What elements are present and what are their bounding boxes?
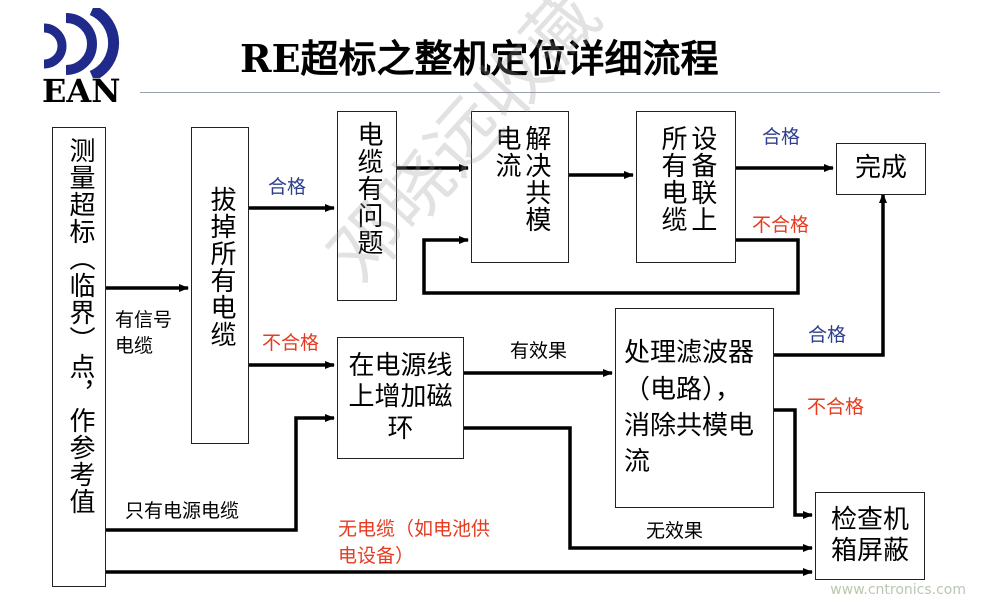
logo: EAN (36, 4, 136, 112)
measure-text: 测量超标（临界）点，作参考值 (64, 137, 95, 515)
site-watermark: www.cntronics.com (830, 582, 966, 598)
title-divider (140, 92, 940, 93)
label-fail-unplug: 不合格 (262, 332, 320, 354)
label-pass-unplug: 合格 (268, 176, 307, 198)
done-box: 完成 (836, 143, 926, 195)
label-no-cable: 无电缆（如电池供 电设备） (338, 518, 491, 567)
logo-text: EAN (42, 72, 121, 110)
ferrite-box: 在电源线上增加磁环 (337, 337, 464, 459)
arrow-ferrite-to-shield (464, 426, 813, 552)
unplug-box: 拔掉所有电缆 (191, 127, 249, 444)
measure-box: 测量超标（临界）点，作参考值 (52, 127, 106, 587)
cable-issue-box: 电缆有问题 (337, 111, 397, 301)
label-has-signal-cable: 有信号 电缆 (115, 309, 173, 357)
label-fail-connect-all: 不合格 (752, 214, 810, 236)
label-effective: 有效果 (510, 340, 568, 362)
check-shield-text: 检查机箱屏蔽 (830, 504, 909, 566)
arrow-measure-to-ferrite (105, 414, 335, 532)
unplug-text: 拔掉所有电缆 (205, 185, 236, 348)
filter-box: 处理滤波器（电路），消除共模电流 (615, 308, 774, 508)
arrow-filter-to-shield (773, 408, 813, 519)
label-fail-filter: 不合格 (807, 396, 865, 418)
connect-all-box: 设备联上所有电缆 (636, 111, 736, 263)
cm-current-box: 解决共模电流 (471, 111, 569, 263)
logo-arcs-icon (43, 4, 120, 82)
filter-text: 处理滤波器（电路），消除共模电流 (624, 338, 755, 478)
ferrite-text: 在电源线上增加磁环 (348, 351, 453, 444)
cm-current-text: 解决共模电流 (491, 125, 551, 233)
arrow-filter-to-done (773, 193, 887, 357)
done-text: 完成 (854, 153, 907, 184)
label-pass-filter: 合格 (808, 324, 847, 346)
cable-issue-text: 电缆有问题 (352, 121, 383, 256)
page-title: RE超标之整机定位详细流程 (240, 36, 719, 81)
connect-all-text: 设备联上所有电缆 (657, 125, 717, 233)
check-shield-box: 检查机箱屏蔽 (815, 492, 925, 580)
arrow-connect-all-loop (422, 236, 800, 295)
label-ineffective: 无效果 (646, 520, 704, 542)
label-pass-connect-all: 合格 (762, 126, 801, 148)
label-only-power-cable: 只有电源电缆 (125, 500, 240, 522)
